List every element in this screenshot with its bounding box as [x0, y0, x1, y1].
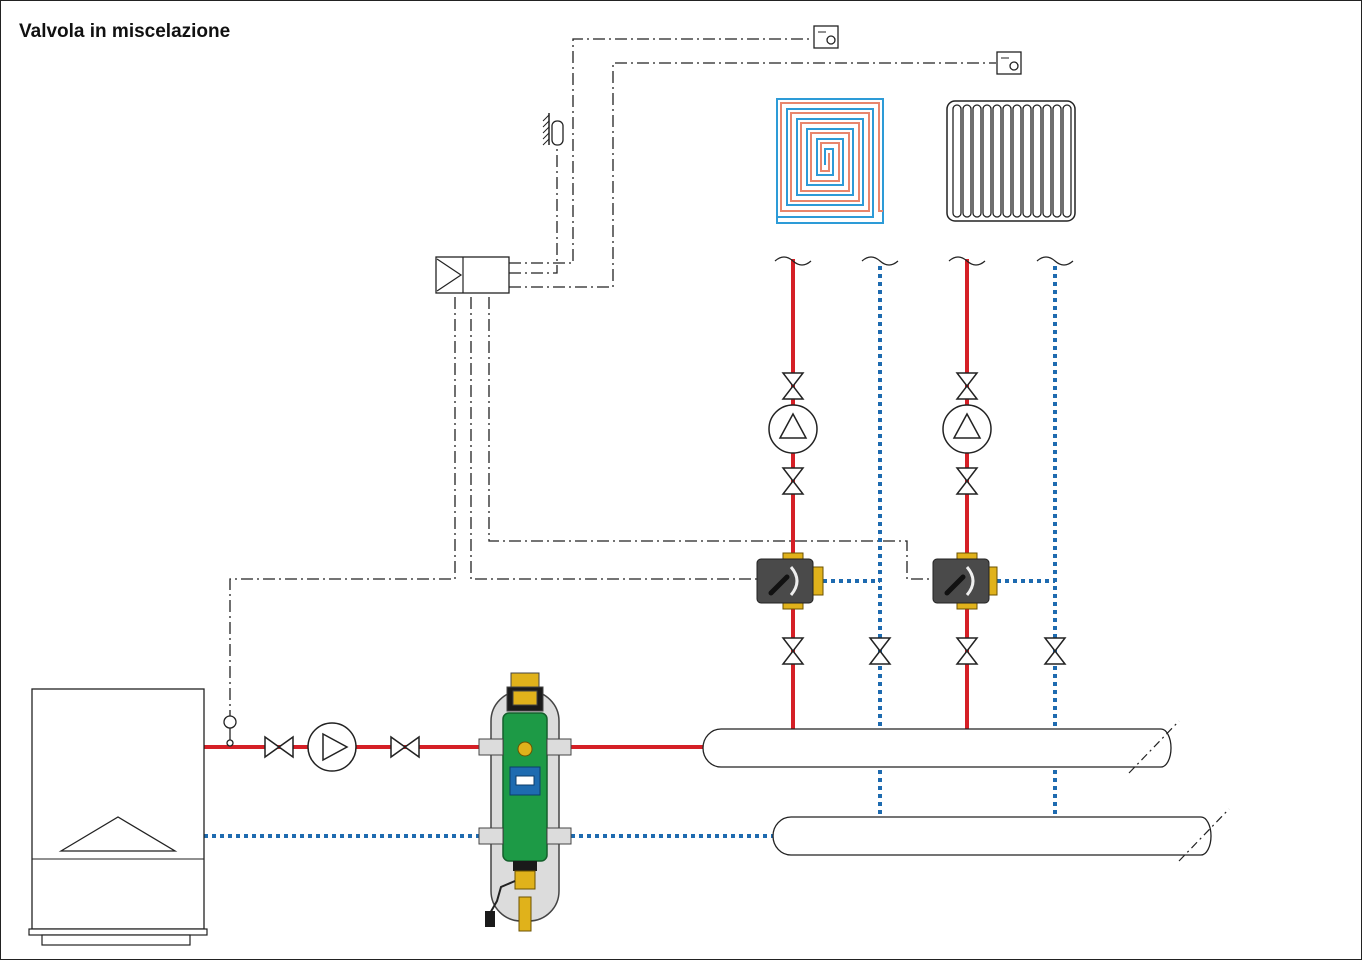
actuator-icon [932, 552, 998, 610]
diagram-title: Valvola in miscelazione [19, 21, 231, 42]
floor-heating-icon [776, 98, 884, 224]
outdoor-sensor-icon [542, 113, 564, 146]
manifold-icon [702, 720, 1180, 774]
valve-icon [956, 637, 978, 665]
pump-icon [768, 404, 818, 454]
control-wiring [229, 38, 996, 717]
manifold-icon [772, 808, 1230, 862]
valve-icon [1044, 637, 1066, 665]
pipe-break-marks [774, 256, 1074, 266]
controller-icon [435, 256, 510, 294]
valve-icon [782, 467, 804, 495]
radiator-icon [946, 100, 1076, 222]
valve-icon [782, 372, 804, 400]
pump-icon [307, 722, 357, 772]
valve-icon [869, 637, 891, 665]
sensor-icon [223, 715, 237, 747]
actuator-icon [756, 552, 824, 610]
valve-icon [956, 467, 978, 495]
valve-icon [264, 736, 294, 758]
valve-icon [390, 736, 420, 758]
thermostat-icon [996, 51, 1022, 75]
thermostat-icon [813, 25, 839, 49]
supply-pipes [204, 259, 969, 749]
valve-icon [782, 637, 804, 665]
return-pipes [204, 266, 1057, 838]
boiler-icon [28, 688, 208, 946]
valve-icon [956, 372, 978, 400]
pump-icon [942, 404, 992, 454]
separator-icon [478, 672, 572, 932]
